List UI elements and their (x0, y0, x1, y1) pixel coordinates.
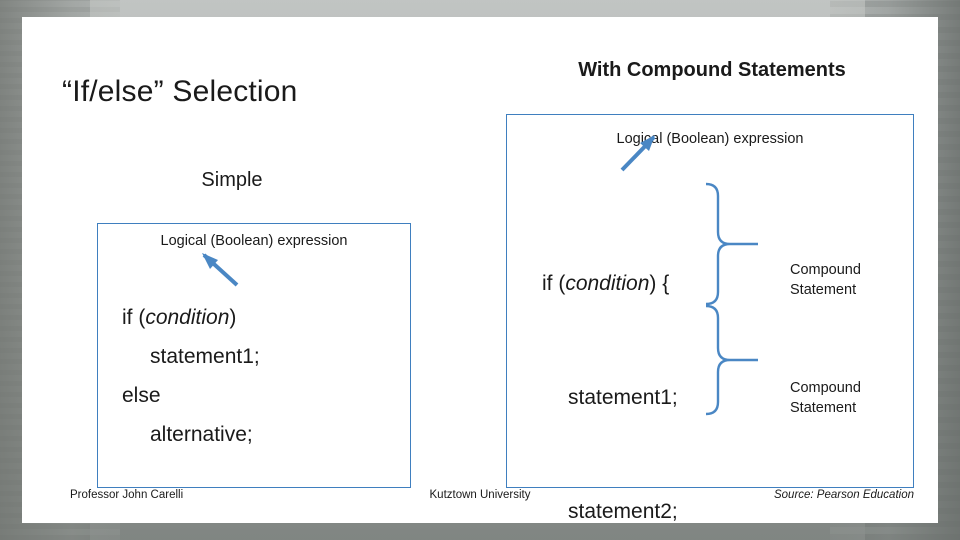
footer-institution: Kutztown University (429, 489, 531, 501)
code-line: else (122, 384, 161, 407)
footer: Professor John Carelli Kutztown Universi… (22, 489, 938, 509)
page-title-right: With Compound Statements (578, 59, 846, 81)
left-box-caption: Logical (Boolean) expression (160, 233, 348, 249)
left-code-box (97, 223, 411, 488)
footer-author: Professor John Carelli (70, 489, 184, 501)
code-line: if (condition) { (542, 272, 670, 295)
content-panel: “If/else” Selection With Compound Statem… (22, 17, 938, 523)
right-box-caption: Logical (Boolean) expression (616, 131, 804, 147)
simple-label: Simple (201, 169, 263, 191)
page-title-left: “If/else” Selection (62, 75, 298, 108)
code-line: alternative; (150, 423, 253, 446)
code-line: statement2; (568, 500, 678, 523)
left-code-block: if (condition) statement1; else alternat… (122, 298, 260, 454)
footer-source: Source: Pearson Education (773, 489, 914, 501)
code-line: statement1; (150, 345, 260, 368)
code-line: statement1; (568, 386, 678, 409)
code-line: if (condition) (122, 306, 237, 329)
right-code-box (506, 114, 914, 488)
right-code-block: if (condition) { statement1; statement2;… (542, 189, 678, 540)
